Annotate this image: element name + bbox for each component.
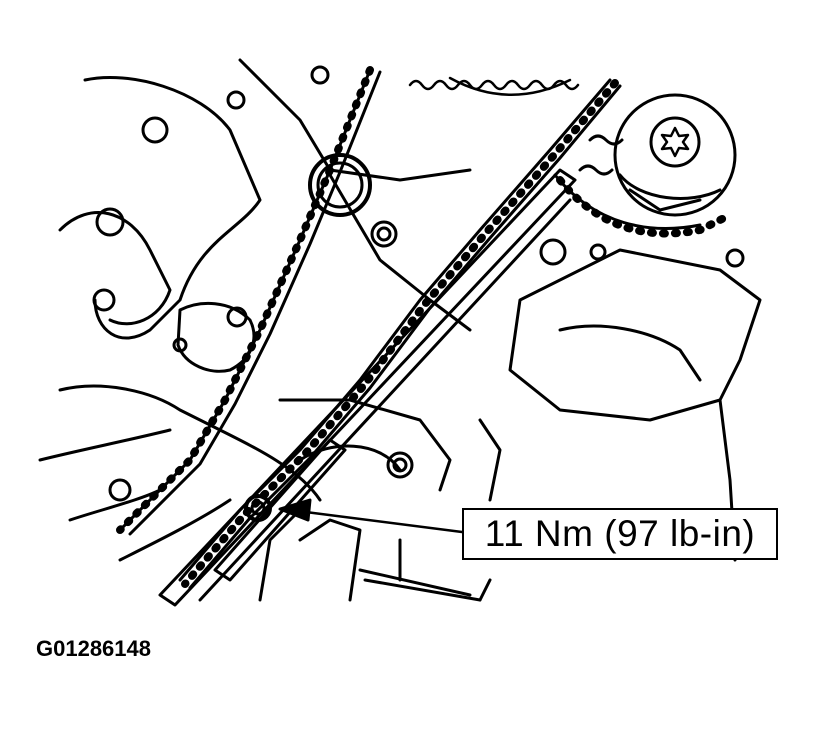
timing-chain-left <box>116 66 382 536</box>
engine-block-outline <box>38 58 762 602</box>
chain-guide-bolt <box>244 494 272 522</box>
callout-arrow <box>278 498 464 534</box>
figure-id: G01286148 <box>36 636 151 661</box>
chain-guide-rail <box>158 168 577 607</box>
bolt-holes <box>92 65 745 502</box>
torque-callout-label: 11 Nm (97 lb-in) <box>462 508 778 560</box>
camshaft-sprocket <box>578 93 737 217</box>
oil-seal <box>308 153 372 217</box>
gear-teeth <box>408 76 580 96</box>
